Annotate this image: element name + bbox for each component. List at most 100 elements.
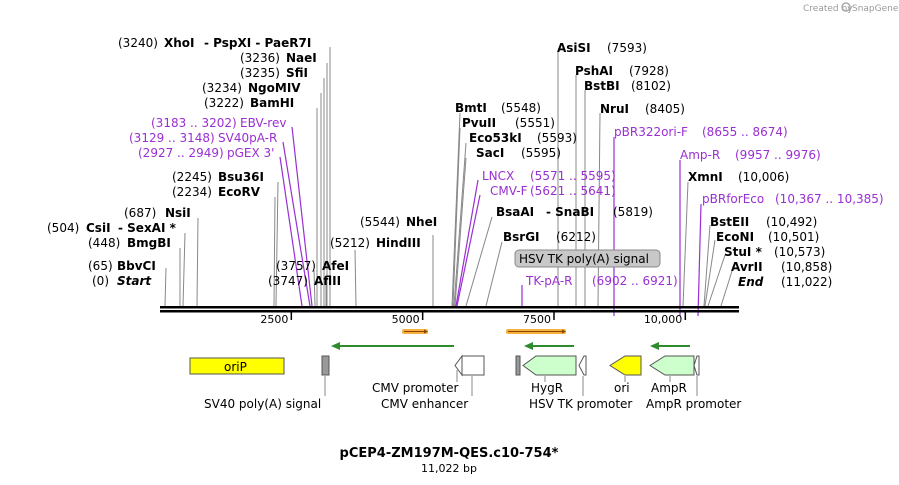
site-name: EcoRV <box>218 185 261 199</box>
plasmid-length: 11,022 bp <box>421 462 477 475</box>
site-name: BsrGI <box>503 230 540 244</box>
site-name: PshAI <box>575 64 613 78</box>
primer-pos: (6902 .. 6921) <box>592 274 678 288</box>
hygr-label: HygR <box>531 381 563 395</box>
hsv-tk-polya-box[interactable]: HSV TK poly(A) signal <box>514 249 661 268</box>
primer-pos: (3183 .. 3202) <box>151 116 237 130</box>
feature-sv40-polya[interactable] <box>321 355 330 376</box>
site-name: CsiI <box>86 221 111 235</box>
site-name: Bsu36I <box>218 170 264 184</box>
primer-name: pGEX 3' <box>227 146 274 160</box>
primer-name: EBV-rev <box>240 116 286 130</box>
cmv-enhancer-label: CMV enhancer <box>381 397 468 411</box>
site-pos: (5593) <box>537 131 577 145</box>
site-pos: (3757) <box>276 259 316 273</box>
site-name: Start <box>117 274 152 288</box>
feature-hsv-tk-polya[interactable] <box>515 355 521 376</box>
primer-pos: (2927 .. 2949) <box>138 146 224 160</box>
site-name: AfeI <box>322 259 349 273</box>
site-pos: (3222) <box>204 96 244 110</box>
site-name: BstEII <box>710 215 749 229</box>
site-pos: (3235) <box>240 66 280 80</box>
primer-pos: (10,367 .. 10,385) <box>775 192 884 206</box>
site-pos: (687) <box>124 206 156 220</box>
primer-name: CMV-F <box>490 184 528 198</box>
right-primer-labels: pBR322ori-F (8655 .. 8674) Amp-R (9957 .… <box>614 125 884 206</box>
site-name: BstBI <box>584 79 620 93</box>
sv40-label: SV40 poly(A) signal <box>204 397 321 411</box>
site-name: PvuII <box>462 116 496 130</box>
site-pos: (3236) <box>240 51 280 65</box>
primer-name: TK-pA-R <box>525 274 573 288</box>
site-name: NaeI <box>286 51 317 65</box>
site-extra: - SexAI * <box>118 221 177 235</box>
site-pos: (7593) <box>607 41 647 55</box>
site-pos: (5595) <box>521 146 561 160</box>
snapgene-credit[interactable]: Created by SnapGene <box>803 2 899 14</box>
site-name: NruI <box>600 102 629 116</box>
primer-pos: (5571 .. 5595) <box>530 169 616 183</box>
primer-pos: (5621 .. 5641) <box>530 184 616 198</box>
site-extra: - SnaBI <box>546 205 594 219</box>
axis-tick-label: 2500 <box>260 313 288 326</box>
right-top-site-labels: AsiSI (7593) PshAI (7928) BstBI (8102) N… <box>557 41 685 116</box>
site-name: XmnI <box>688 170 723 184</box>
left-leaders <box>164 47 733 307</box>
feature-ampr[interactable] <box>649 355 695 376</box>
right-site-labels: XmnI (10,006) BstEII (10,492) EcoNI (10,… <box>688 170 832 289</box>
site-pos: (3747) <box>268 274 308 288</box>
created-by-text: Created by <box>803 4 853 14</box>
primer-name: pBRforEco <box>702 192 764 206</box>
site-pos: (65) <box>88 259 113 273</box>
site-name: NsiI <box>165 206 191 220</box>
site-name: StuI * <box>724 245 763 259</box>
site-name: NheI <box>406 215 437 229</box>
backbone <box>160 306 739 313</box>
primer-bars <box>402 329 566 334</box>
feature-ampr-promoter[interactable] <box>693 355 700 376</box>
map-title: pCEP4-ZM197M-QES.c10-754* 11,022 bp <box>340 446 559 475</box>
site-pos: (7928) <box>629 64 669 78</box>
snapgene-name: SnapGene <box>852 4 899 14</box>
site-name: BmtI <box>455 101 487 115</box>
hsv-tk-promoter-label: HSV TK promoter <box>529 397 632 411</box>
site-pos: (2234) <box>172 185 212 199</box>
feature-leaders <box>324 370 698 396</box>
cmv-promoter-label: CMV promoter <box>372 381 459 395</box>
site-name: Eco53kI <box>469 131 522 145</box>
site-pos: (3234) <box>202 81 242 95</box>
primer-name: Amp-R <box>680 148 720 162</box>
site-name: AflII <box>314 274 341 288</box>
site-pos: (10,501) <box>768 230 819 244</box>
site-name: AsiSI <box>557 41 591 55</box>
hsv-tk-polya-label: HSV TK poly(A) signal <box>519 252 649 266</box>
site-pos: (0) <box>92 274 109 288</box>
site-pos: (448) <box>88 236 120 250</box>
site-pos: (2245) <box>172 170 212 184</box>
ampr-label: AmpR <box>651 381 687 395</box>
primer-pos: (9957 .. 9976) <box>735 148 821 162</box>
site-name: AvrII <box>731 260 763 274</box>
feature-labels: SV40 poly(A) signal CMV promoter CMV enh… <box>204 381 741 411</box>
feature-track: oriP <box>189 354 700 377</box>
site-extra: - PspXI - PaeR7I <box>204 36 311 50</box>
plasmid-name: pCEP4-ZM197M-QES.c10-754* <box>340 446 559 461</box>
site-pos: (10,858) <box>781 260 832 274</box>
center-site-labels: BmtI (5548) PvuII (5551) Eco53kI (5593) … <box>455 101 653 244</box>
left-site-labels: (3240) XhoI - PspXI - PaeR7I (3236) NaeI… <box>47 36 317 288</box>
site-name: EcoNI <box>716 230 754 244</box>
site-pos: (3240) <box>118 36 158 50</box>
primer-pos: (8655 .. 8674) <box>702 125 788 139</box>
site-pos: (5551) <box>515 116 555 130</box>
primer-leaders <box>279 126 702 317</box>
feature-hygr[interactable] <box>522 355 577 376</box>
primer-name: SV40pA-R <box>218 131 277 145</box>
feature-cmv[interactable] <box>454 354 485 377</box>
site-pos: (10,492) <box>766 215 817 229</box>
tk-pa-r-primer: TK-pA-R (6902 .. 6921) <box>525 274 678 288</box>
feature-hsv-tk-promoter[interactable] <box>578 355 587 376</box>
primer-name: LNCX <box>482 169 514 183</box>
feature-orip[interactable]: oriP <box>189 357 285 375</box>
feature-ori[interactable] <box>609 355 642 376</box>
